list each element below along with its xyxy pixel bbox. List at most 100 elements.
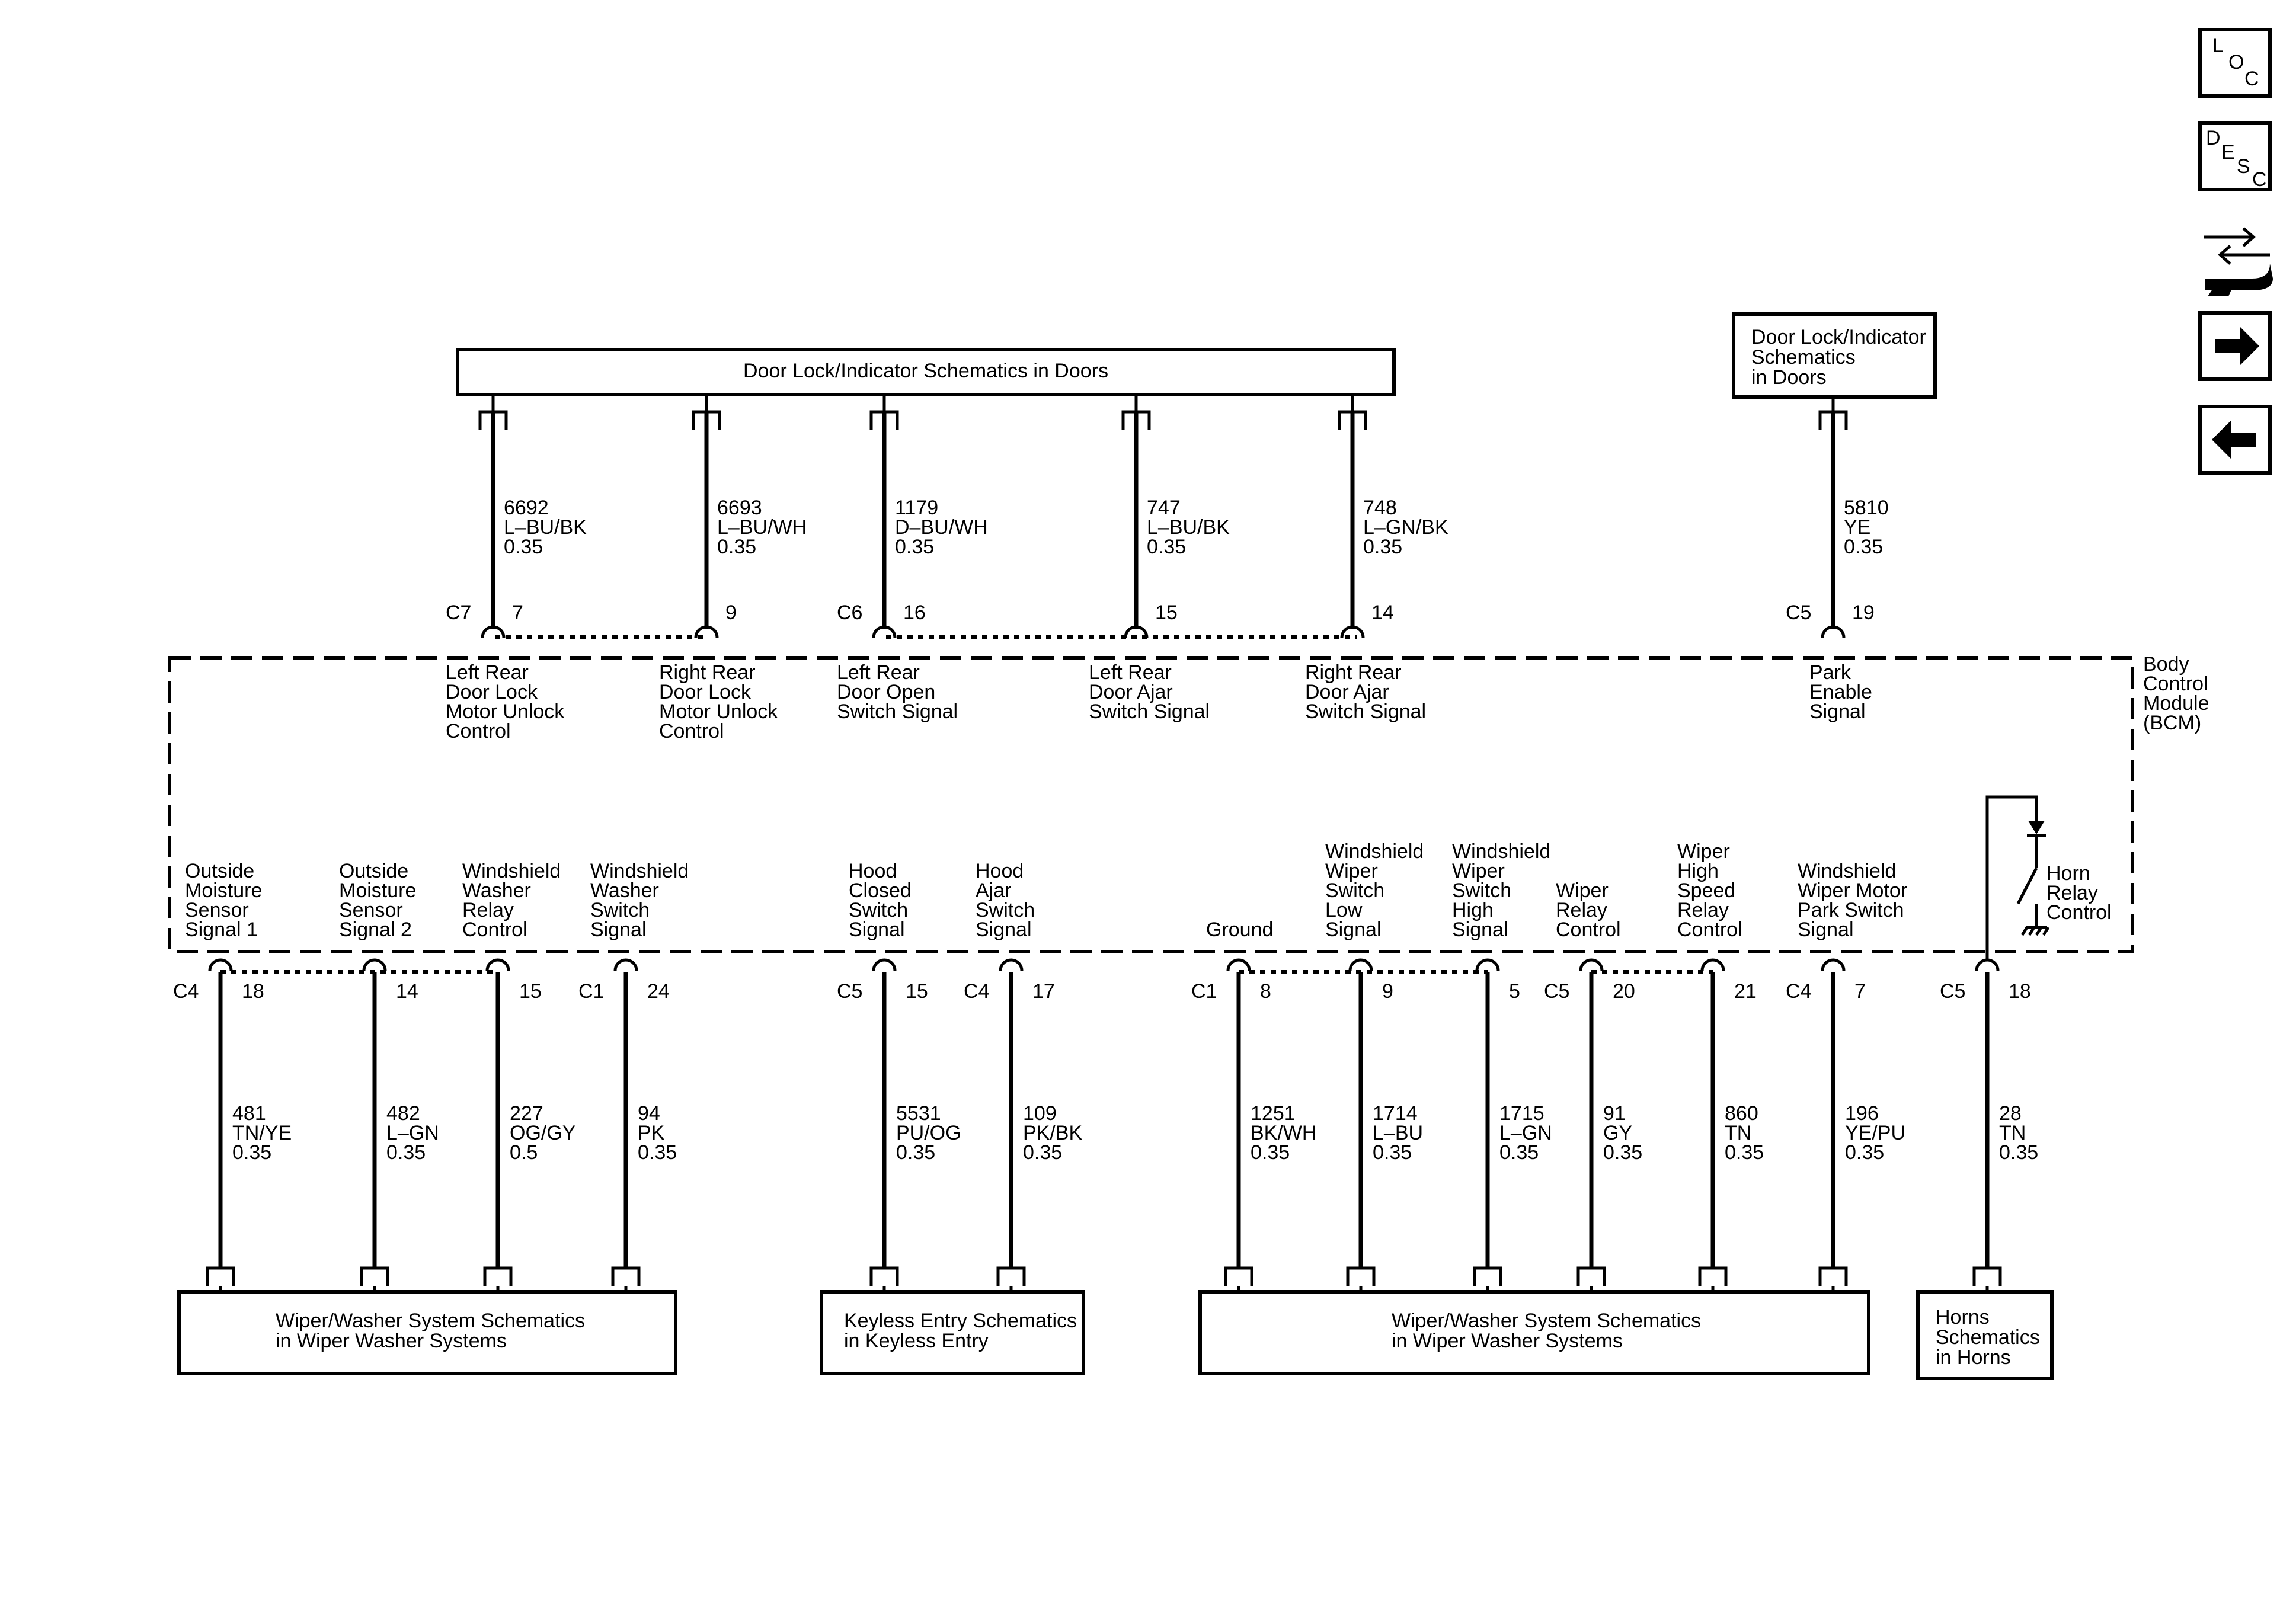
wire-color: BK/WH	[1251, 1122, 1316, 1144]
wire-size: 0.35	[1147, 536, 1186, 558]
pin-number: 17	[1032, 980, 1055, 1003]
connector-pin-icon	[872, 625, 897, 638]
bottom-wire-1714[interactable]: 1714L–BU0.359WindshieldWiperSwitchLowSig…	[1325, 840, 1424, 1292]
wire-size: 0.35	[386, 1141, 426, 1164]
wire-color: L–GN/BK	[1363, 516, 1448, 539]
pin-number: 15	[906, 980, 928, 1003]
terminal-icon	[1576, 1266, 1606, 1286]
signal-label: Horn	[2046, 862, 2090, 885]
door-lock-indicator-box-top-label: Door Lock/Indicator Schematics in Doors	[743, 360, 1108, 382]
loc-button[interactable]: L O C	[2198, 28, 2272, 98]
signal-label: Control	[2046, 901, 2112, 924]
wire-size: 0.35	[638, 1141, 677, 1164]
pin-number: 15	[519, 980, 542, 1003]
circuit-number: 91	[1603, 1102, 1626, 1125]
wire-size: 0.35	[717, 536, 756, 558]
door-lock-indicator-box-right[interactable]: Door Lock/Indicator Schematics in Doors	[1732, 312, 1937, 399]
wiper-washer-box-right[interactable]: Wiper/Washer System Schematics in Wiper …	[1198, 1290, 1870, 1375]
wire-size: 0.35	[504, 536, 543, 558]
connector-id: C5	[1544, 980, 1569, 1003]
wire-color: TN	[1999, 1122, 2026, 1144]
connector-pin-icon	[999, 958, 1024, 971]
terminal-icon	[1346, 1266, 1376, 1286]
next-arrow-button[interactable]	[2198, 311, 2272, 381]
wire-color: PU/OG	[896, 1122, 961, 1144]
signal-label: Windshield	[1798, 860, 1896, 882]
wire-color: L–BU/WH	[717, 516, 807, 539]
desc-letter-c: C	[2252, 168, 2267, 191]
connector-pin-icon	[1124, 625, 1149, 638]
circuit-number: 28	[1999, 1102, 2022, 1125]
next-arrow-icon	[2215, 327, 2259, 365]
signal-label: Door Lock	[446, 681, 538, 703]
signal-label: Relay	[2046, 882, 2098, 904]
pin-number: 7	[1854, 980, 1866, 1003]
keyless-entry-box-line2: in Keyless Entry	[844, 1330, 989, 1352]
signal-label: Speed	[1677, 879, 1735, 902]
door-lock-indicator-box-top[interactable]: Door Lock/Indicator Schematics in Doors	[456, 348, 1396, 396]
signal-label: Relay	[1677, 899, 1729, 921]
pin-number: 16	[903, 601, 926, 624]
pin-number: 19	[1852, 601, 1875, 624]
wire-size: 0.35	[1363, 536, 1402, 558]
loc-letter-l: L	[2212, 34, 2224, 57]
desc-letter-s: S	[2237, 155, 2250, 178]
terminal-icon	[483, 1266, 513, 1286]
connector-id: C4	[173, 980, 199, 1003]
signal-label: Motor Unlock	[446, 700, 565, 723]
signal-label: Park Switch	[1798, 899, 1904, 921]
signal-label: Right Rear	[659, 661, 756, 684]
signal-label: Control	[446, 720, 511, 742]
pin-number: 9	[725, 601, 737, 624]
wire-size: 0.35	[1725, 1141, 1764, 1164]
pin-number: 9	[1382, 980, 1393, 1003]
diagnostic-wrench-icon[interactable]	[2204, 227, 2273, 296]
horns-box-line2: Schematics	[1936, 1326, 2040, 1349]
signal-label: Signal 2	[339, 918, 412, 941]
signal-label: Signal	[590, 918, 647, 941]
wire-color: PK	[638, 1122, 665, 1144]
signal-label: Relay	[462, 899, 514, 921]
previous-arrow-button[interactable]	[2198, 405, 2272, 475]
wiper-washer-box-left[interactable]: Wiper/Washer System Schematics in Wiper …	[177, 1290, 677, 1375]
circuit-number: 196	[1845, 1102, 1879, 1125]
signal-label: Park	[1809, 661, 1851, 684]
desc-button[interactable]: D E S C	[2198, 121, 2272, 191]
body-control-module: Body Control Module (BCM)	[168, 653, 2209, 953]
signal-label: Motor Unlock	[659, 700, 778, 723]
signal-label: High	[1677, 860, 1719, 882]
circuit-number: 748	[1363, 497, 1397, 519]
terminal-icon	[1818, 1266, 1848, 1286]
signal-label: Control	[1556, 918, 1621, 941]
horns-box[interactable]: Horns Schematics in Horns	[1916, 1290, 2054, 1380]
signal-label: Windshield	[590, 860, 689, 882]
bottom-wire-227[interactable]: 227OG/GY0.515WindshieldWasherRelayContro…	[462, 860, 575, 1292]
signal-label: Closed	[849, 879, 912, 902]
wire-color: TN/YE	[232, 1122, 292, 1144]
circuit-number: 109	[1023, 1102, 1057, 1125]
keyless-entry-box[interactable]: Keyless Entry Schematics in Keyless Entr…	[820, 1290, 1085, 1375]
terminal-icon	[1224, 1266, 1253, 1286]
circuit-number: 482	[386, 1102, 420, 1125]
bottom-wire-482[interactable]: 482L–GN0.3514OutsideMoistureSensorSignal…	[339, 860, 439, 1292]
terminal-icon	[869, 1266, 899, 1286]
circuit-number: 1715	[1499, 1102, 1544, 1125]
loc-letter-c: C	[2244, 68, 2259, 90]
bottom-wire-1715[interactable]: 1715L–GN0.355WindshieldWiperSwitchHighSi…	[1452, 840, 1552, 1292]
wire-color: YE/PU	[1845, 1122, 1905, 1144]
